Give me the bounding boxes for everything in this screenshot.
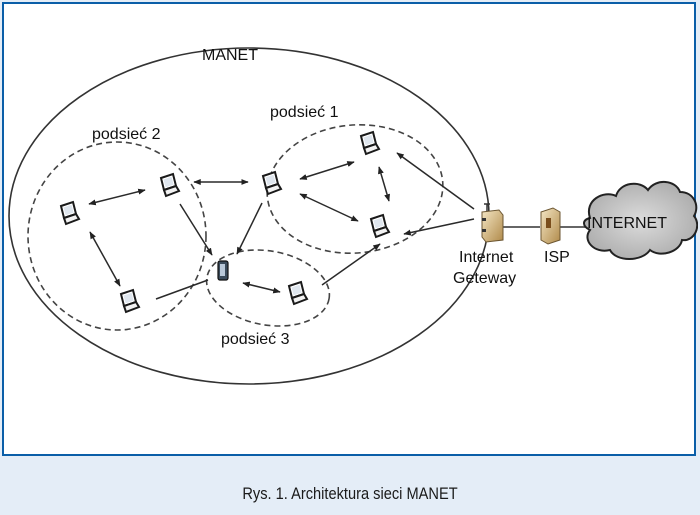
- link-s3device-s3laptop: [242, 281, 281, 294]
- laptop-icon: [120, 289, 140, 313]
- subnet-1-boundary: [266, 123, 444, 255]
- link-s1left-s3device: [236, 202, 263, 255]
- laptop-icon: [288, 281, 308, 305]
- isp-server-icon: [540, 207, 561, 245]
- laptop-icon: [262, 171, 282, 195]
- figure-caption: Rys. 1. Architektura sieci MANET: [242, 484, 458, 503]
- link-s2bottom-s3device: [155, 279, 209, 300]
- figure-frame: MANET podsieć 1 podsieć 2 podsieć 3 Inte…: [2, 2, 698, 456]
- laptop-icon: [370, 214, 390, 238]
- subnet-3-label: podsieć 3: [221, 331, 290, 348]
- link-gateway-s1top: [396, 152, 475, 210]
- gateway-label-line1: Internet: [459, 249, 514, 266]
- links: [88, 152, 588, 300]
- gateway-icon: [481, 203, 504, 243]
- link-s2left-s2bottom: [89, 231, 121, 287]
- link-s2top-s3device: [179, 203, 213, 256]
- laptop-icon: [60, 201, 80, 225]
- subnet-2-boundary: [27, 141, 207, 331]
- link-s1top-s1bottom: [378, 166, 390, 202]
- laptop-icon: [160, 173, 180, 197]
- gateway-label-line2: Geteway: [453, 270, 516, 287]
- manet-diagram: MANET podsieć 1 podsieć 2 podsieć 3 Inte…: [8, 47, 698, 385]
- internet-label: INTERNET: [587, 215, 667, 232]
- subnet-1-label: podsieć 1: [270, 104, 339, 121]
- internet-cloud-icon: [583, 181, 698, 260]
- manet-label: MANET: [202, 47, 258, 64]
- subnet-2-label: podsieć 2: [92, 126, 161, 143]
- link-s3laptop-s1bottom: [321, 243, 381, 286]
- laptop-icon: [360, 131, 380, 155]
- link-s1left-s1top: [299, 161, 355, 180]
- handheld-device-icon: [217, 260, 229, 281]
- link-gateway-s1bottom: [403, 218, 475, 236]
- subnet-3-boundary: [205, 249, 331, 327]
- link-s2top-s2left: [88, 188, 146, 206]
- link-s1left-s1bottom: [299, 193, 359, 222]
- isp-label: ISP: [544, 249, 570, 266]
